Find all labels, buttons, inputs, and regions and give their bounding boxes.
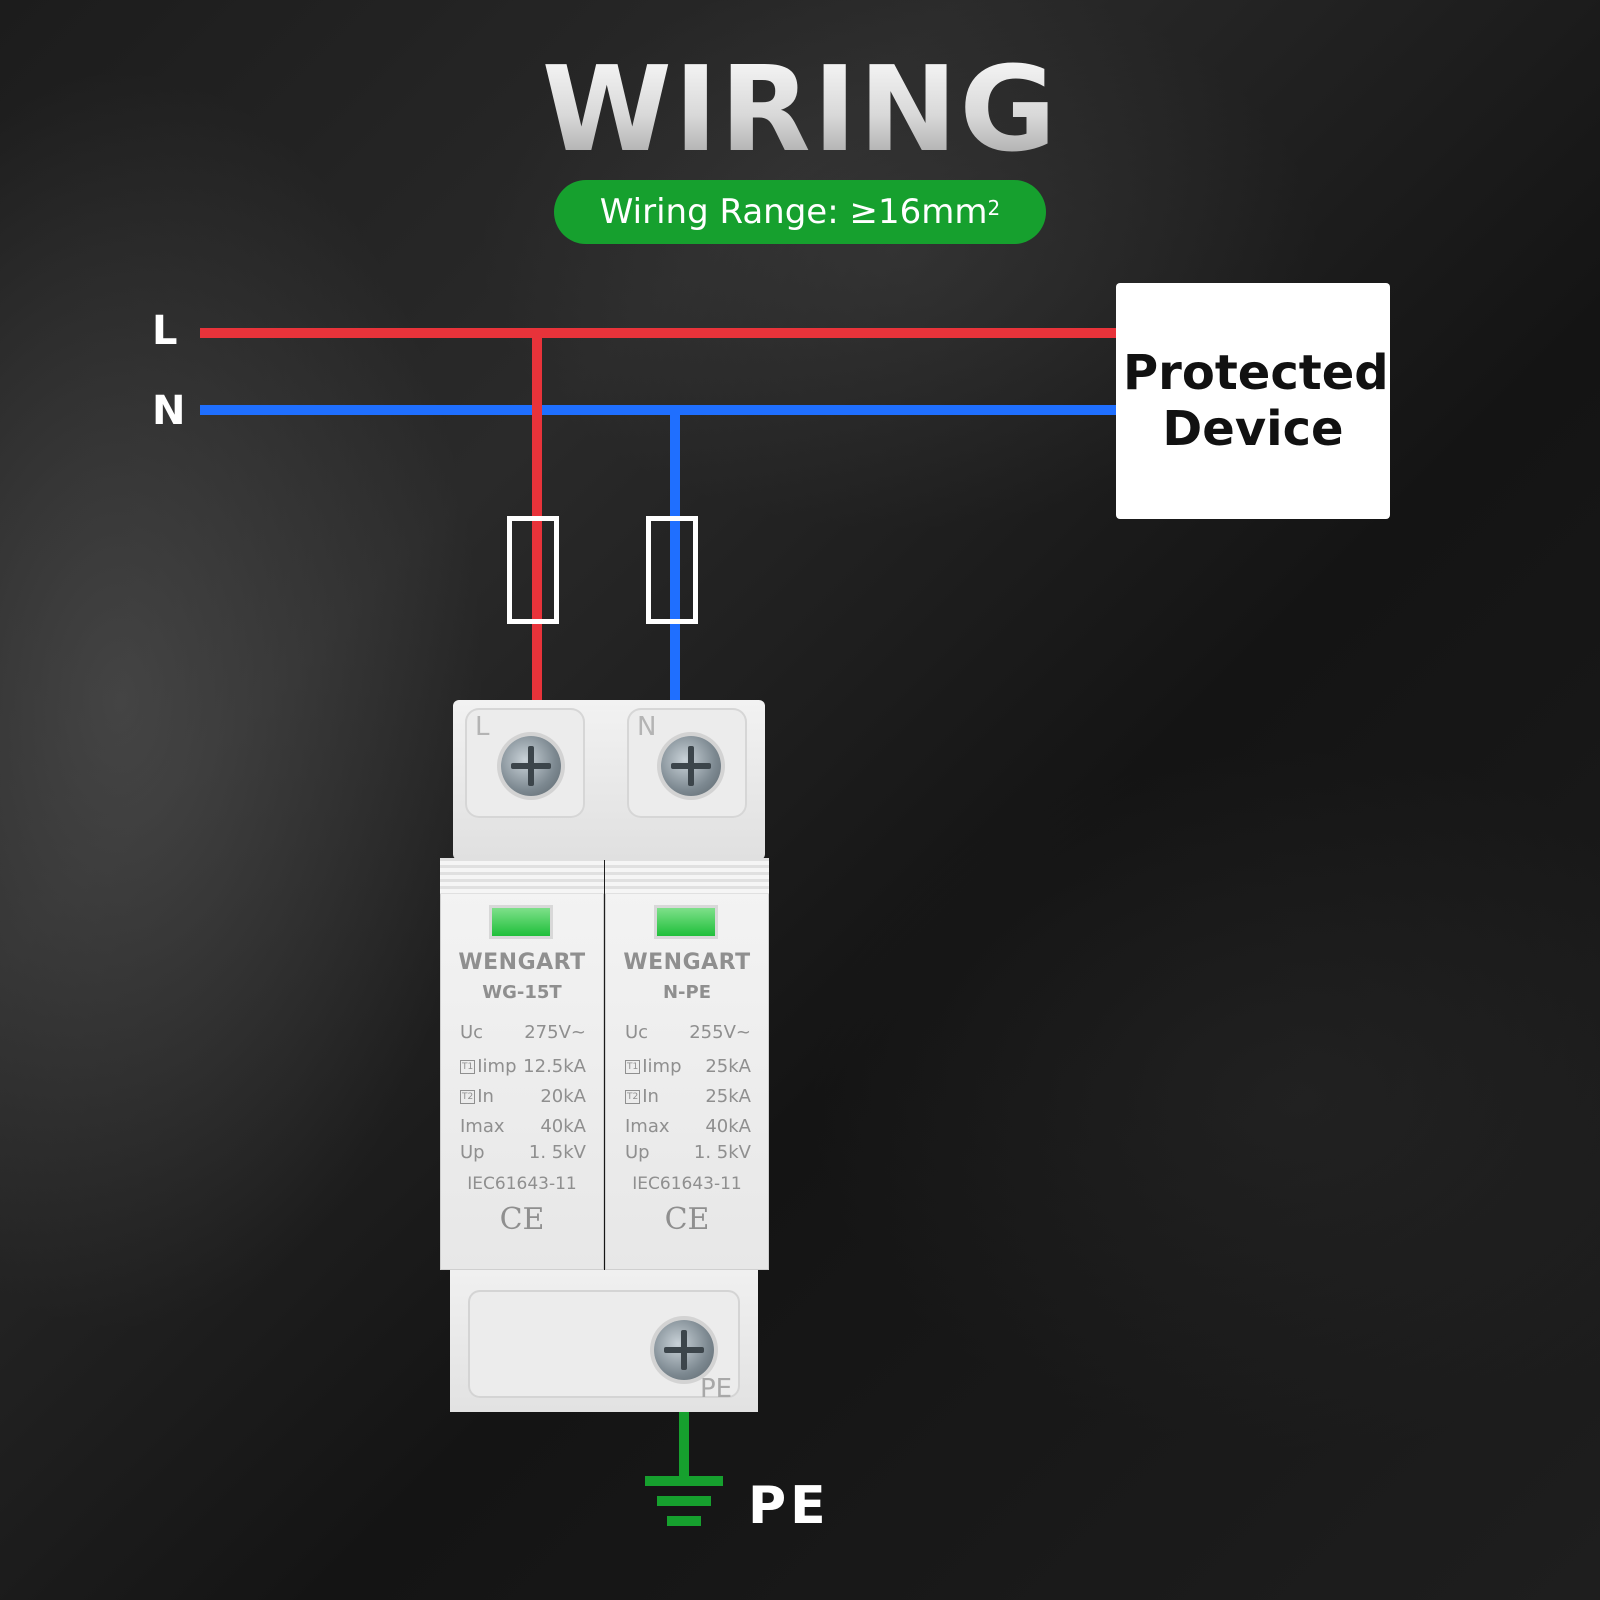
brand-label: WENGART xyxy=(623,950,751,975)
live-terminal: L xyxy=(465,708,585,818)
ground-symbol-icon xyxy=(645,1476,723,1526)
live-terminal-label: L xyxy=(475,712,490,742)
brand-label: WENGART xyxy=(458,950,586,975)
live-line-label: L xyxy=(152,308,178,354)
model-label: WG-15T xyxy=(482,982,562,1003)
status-indicator-window xyxy=(492,908,550,936)
ce-mark-icon: CE xyxy=(664,1202,710,1237)
standard-label: IEC61643-11 xyxy=(632,1174,742,1194)
spec-row: Imax 40kA xyxy=(625,1116,751,1137)
wiring-range-superscript: 2 xyxy=(987,196,1001,220)
neutral-fuse xyxy=(646,516,698,624)
neutral-line-label: N xyxy=(152,388,186,434)
model-label: N-PE xyxy=(662,982,712,1003)
protected-device-line2: Device xyxy=(1162,401,1344,457)
neutral-terminal: N xyxy=(627,708,747,818)
pe-terminal-label: PE xyxy=(700,1374,733,1404)
spec-row: Up 1. 5kV xyxy=(625,1142,751,1163)
wiring-range-text: Wiring Range: ≥16mm xyxy=(599,192,988,232)
protected-device-line1: Protected xyxy=(1123,345,1389,401)
spd-bottom-terminal-block: PE xyxy=(450,1270,758,1412)
pe-terminal-screw-icon xyxy=(654,1320,714,1380)
live-fuse xyxy=(507,516,559,624)
spec-row: Uc 255V~ xyxy=(625,1022,751,1043)
spec-row: Uc 275V~ xyxy=(460,1022,586,1043)
status-indicator-window xyxy=(657,908,715,936)
live-terminal-screw-icon xyxy=(501,736,561,796)
standard-label: IEC61643-11 xyxy=(467,1174,577,1194)
neutral-terminal-screw-icon xyxy=(661,736,721,796)
spd-top-terminal-block: L N xyxy=(453,700,765,860)
protected-device-box: Protected Device xyxy=(1116,283,1390,519)
spec-row: Up 1. 5kV xyxy=(460,1142,586,1163)
neutral-terminal-label: N xyxy=(637,712,657,742)
spec-row: Imax 40kA xyxy=(460,1116,586,1137)
wiring-title: WIRING xyxy=(0,40,1600,178)
earth-label: PE xyxy=(748,1476,830,1536)
ce-mark-icon: CE xyxy=(499,1202,545,1237)
